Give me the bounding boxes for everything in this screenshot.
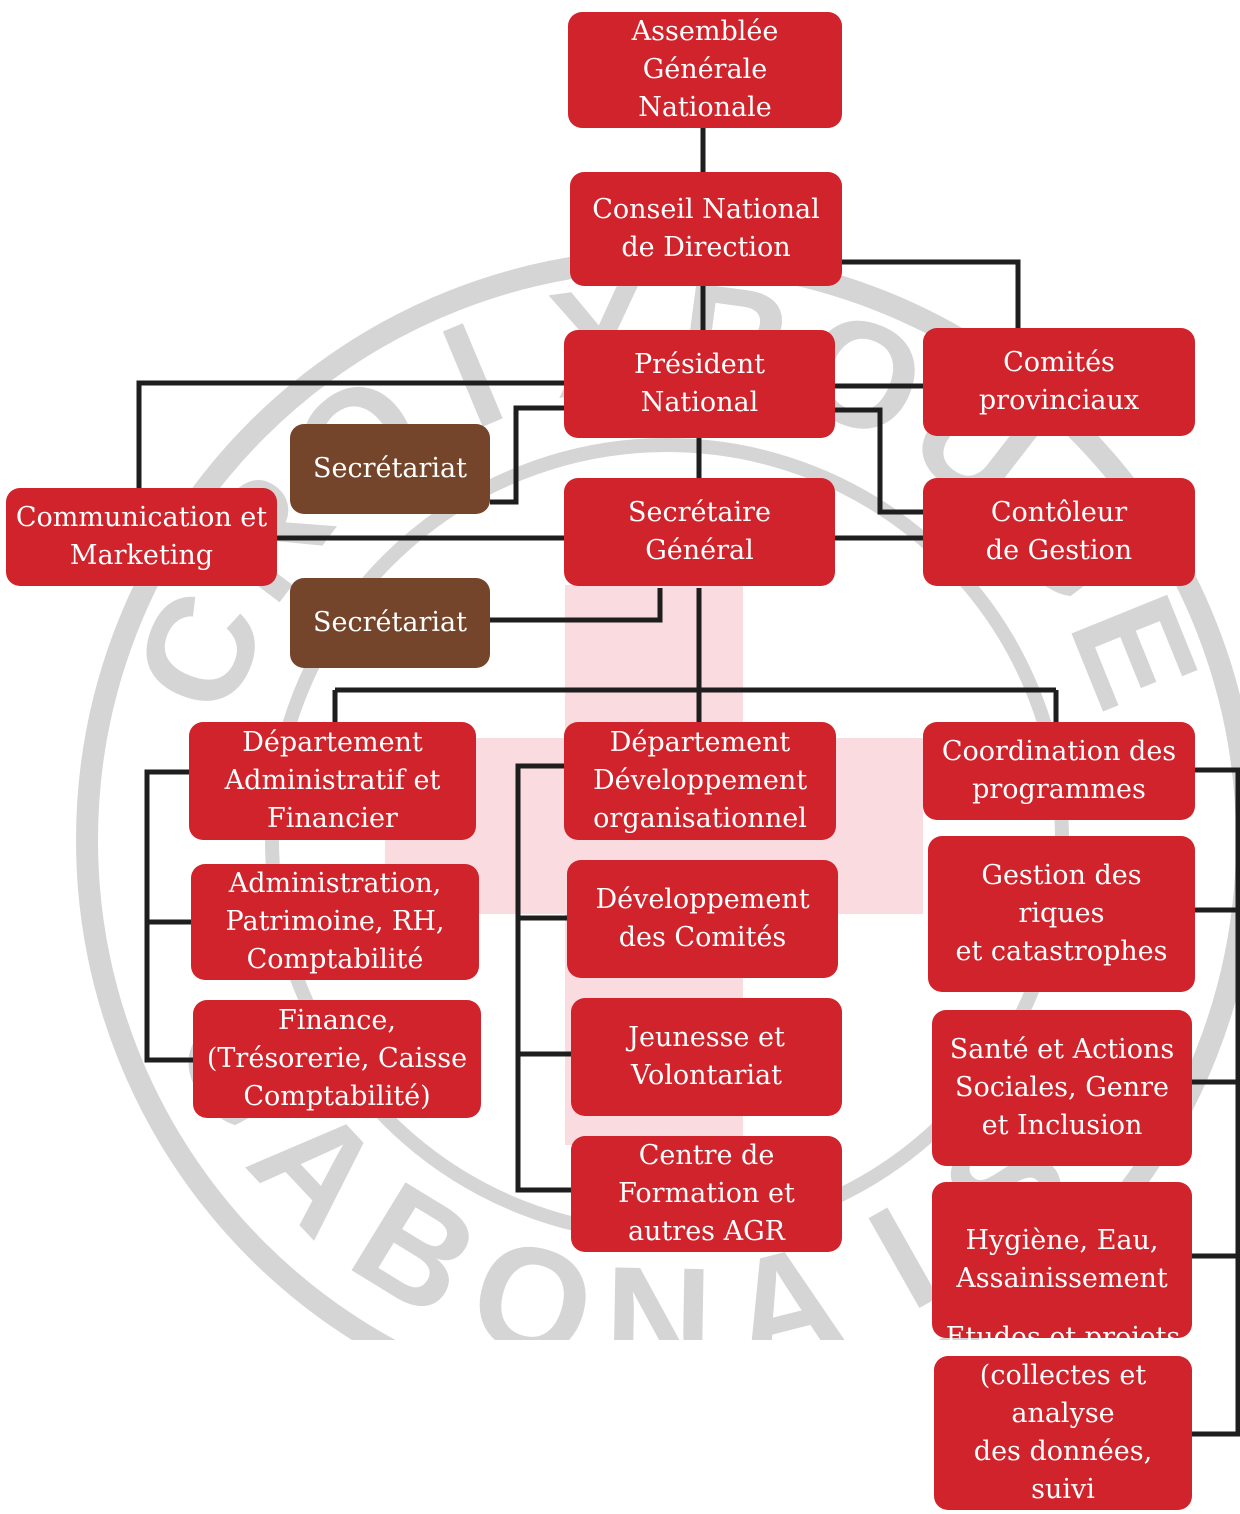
connector-president-secretariat — [490, 405, 564, 505]
node-developpement-comites: Développement des Comités — [567, 860, 838, 978]
node-jeunesse-volontariat: Jeunesse et Volontariat — [571, 998, 842, 1116]
node-conseil-national: Conseil National de Direction — [570, 172, 842, 286]
node-president-national: Président National — [564, 330, 835, 438]
connector-president-controleur — [835, 407, 923, 515]
node-finance: Finance, (Trésorerie, Caisse Comptabilit… — [193, 1000, 481, 1118]
node-controleur-gestion: Contôleur de Gestion — [923, 478, 1195, 586]
connector-coord-bracket — [1192, 767, 1240, 1437]
connector-admin-bracket — [144, 769, 193, 1063]
node-gestion-risques: Gestion des riques et catastrophes — [928, 836, 1195, 992]
node-dept-developpement: Département Développement organisationne… — [564, 722, 836, 840]
connector-conseil-comites — [840, 259, 1021, 328]
node-administration-patrimoine: Administration, Patrimoine, RH, Comptabi… — [191, 864, 479, 980]
watermark-bottom-letter-4: N — [603, 1235, 714, 1405]
node-coordination-programmes: Coordination des programmes — [923, 722, 1195, 820]
node-secretaire-general: Secrétaire Général — [564, 478, 835, 586]
node-communication-marketing: Communication et Marketing — [6, 488, 277, 586]
node-centre-formation: Centre de Formation et autres AGR — [571, 1136, 842, 1252]
node-dept-administratif: Département Administratif et Financier — [189, 722, 476, 840]
connector-president-communication — [136, 380, 564, 488]
node-hygiene-eau: Hygiène, Eau, Assainissement — [932, 1182, 1192, 1338]
node-secretariat-president: Secrétariat — [290, 424, 490, 514]
node-sante-actions-sociales: Santé et Actions Sociales, Genre et Incl… — [932, 1010, 1192, 1166]
connector-dev-bracket — [515, 763, 571, 1193]
connector-sg-secretariat — [490, 588, 663, 623]
node-etudes-projets: Etudes et projets (collectes et analyse … — [934, 1322, 1192, 1514]
node-secretariat-sg: Secrétariat — [290, 578, 490, 668]
node-comites-provinciaux: Comités provinciaux — [923, 328, 1195, 436]
node-assemblee-generale: Assemblée Générale Nationale — [568, 12, 842, 128]
